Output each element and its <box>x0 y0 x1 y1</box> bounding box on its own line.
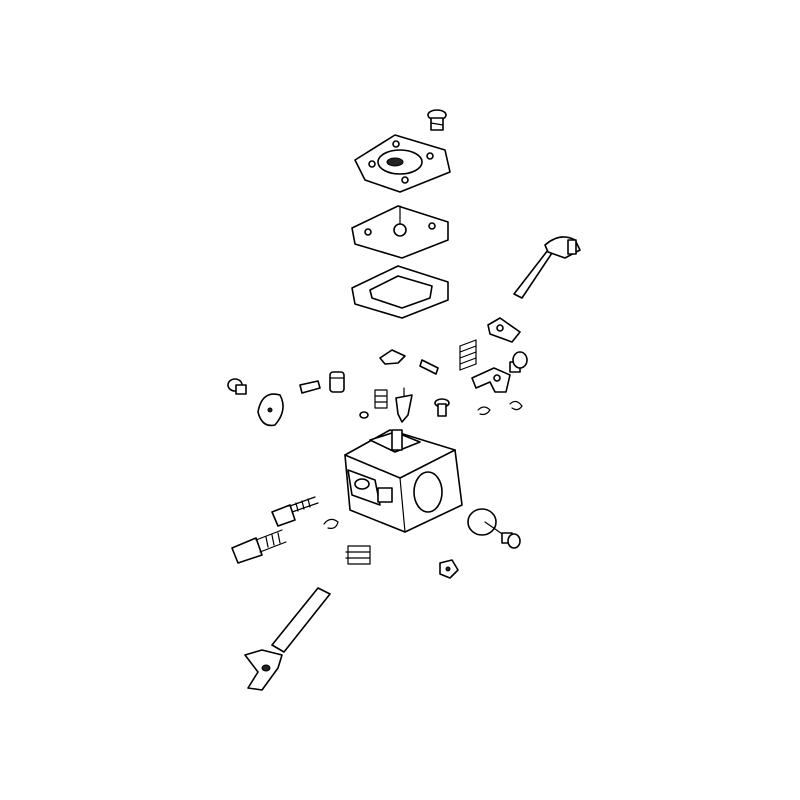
metering-spring <box>374 389 388 409</box>
clip-3 <box>323 518 339 529</box>
adjusting-screw-low <box>231 529 287 564</box>
throttle-lever <box>471 367 511 393</box>
clip-1 <box>477 406 491 416</box>
metering-lever <box>379 349 406 365</box>
choke-lever <box>487 317 521 343</box>
diaphragm-screw-right <box>501 532 521 549</box>
adjusting-screw-high <box>271 496 319 527</box>
plunger <box>329 371 345 393</box>
metering-disc-left <box>257 393 284 427</box>
throttle-shaft <box>244 587 331 691</box>
pump-gasket <box>351 265 449 319</box>
pump-cover <box>354 134 451 193</box>
inlet-needle <box>395 387 413 423</box>
o-ring <box>359 411 369 419</box>
choke-shaft <box>513 236 581 299</box>
metering-disc-right <box>467 508 509 539</box>
lever-screw <box>509 351 528 373</box>
clip-2 <box>509 400 523 411</box>
lever-screw-center <box>434 398 450 417</box>
lever-pin <box>419 359 439 375</box>
idle-spring <box>345 545 371 565</box>
nut <box>439 559 459 579</box>
spring <box>459 339 477 371</box>
cover-screw <box>427 109 447 131</box>
carburetor-body <box>344 429 463 533</box>
pump-diaphragm <box>351 205 449 259</box>
pin <box>299 380 321 394</box>
diaphragm-screw-left <box>227 378 247 395</box>
